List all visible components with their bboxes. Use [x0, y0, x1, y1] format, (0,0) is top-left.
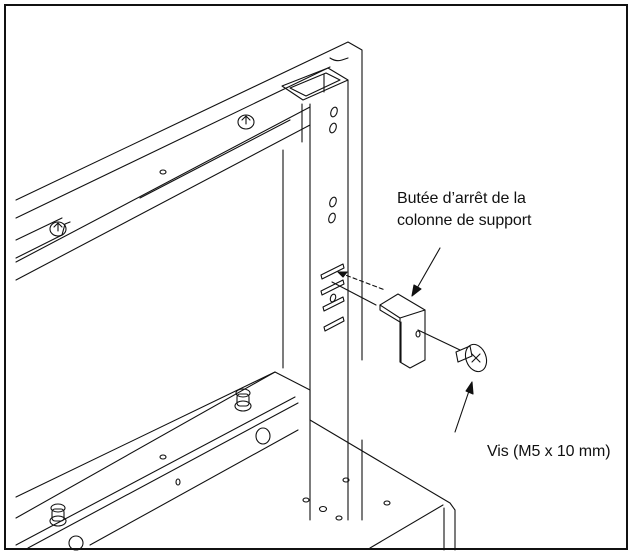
column-holes	[328, 106, 338, 303]
rail-screws	[49, 114, 255, 237]
bottom-rail	[15, 371, 311, 549]
stopper-label: Butée d’arrêt de la colonne de support	[397, 188, 531, 232]
upright-column	[282, 59, 363, 521]
top-rail	[15, 41, 363, 281]
leader-arrows	[411, 247, 474, 433]
bottom-rail-screws	[49, 388, 271, 551]
top-socket	[281, 67, 349, 101]
stopper-bracket	[379, 293, 426, 369]
stopper-label-line-2: colonne de support	[397, 212, 532, 229]
stopper-label-line-1: Butée d’arrêt de la	[397, 190, 526, 207]
screw	[455, 343, 488, 373]
diagram-frame	[4, 4, 628, 550]
base-plate	[302, 419, 456, 551]
screw-label: Vis (M5 x 10 mm)	[487, 443, 611, 460]
insertion-guides	[331, 271, 461, 351]
